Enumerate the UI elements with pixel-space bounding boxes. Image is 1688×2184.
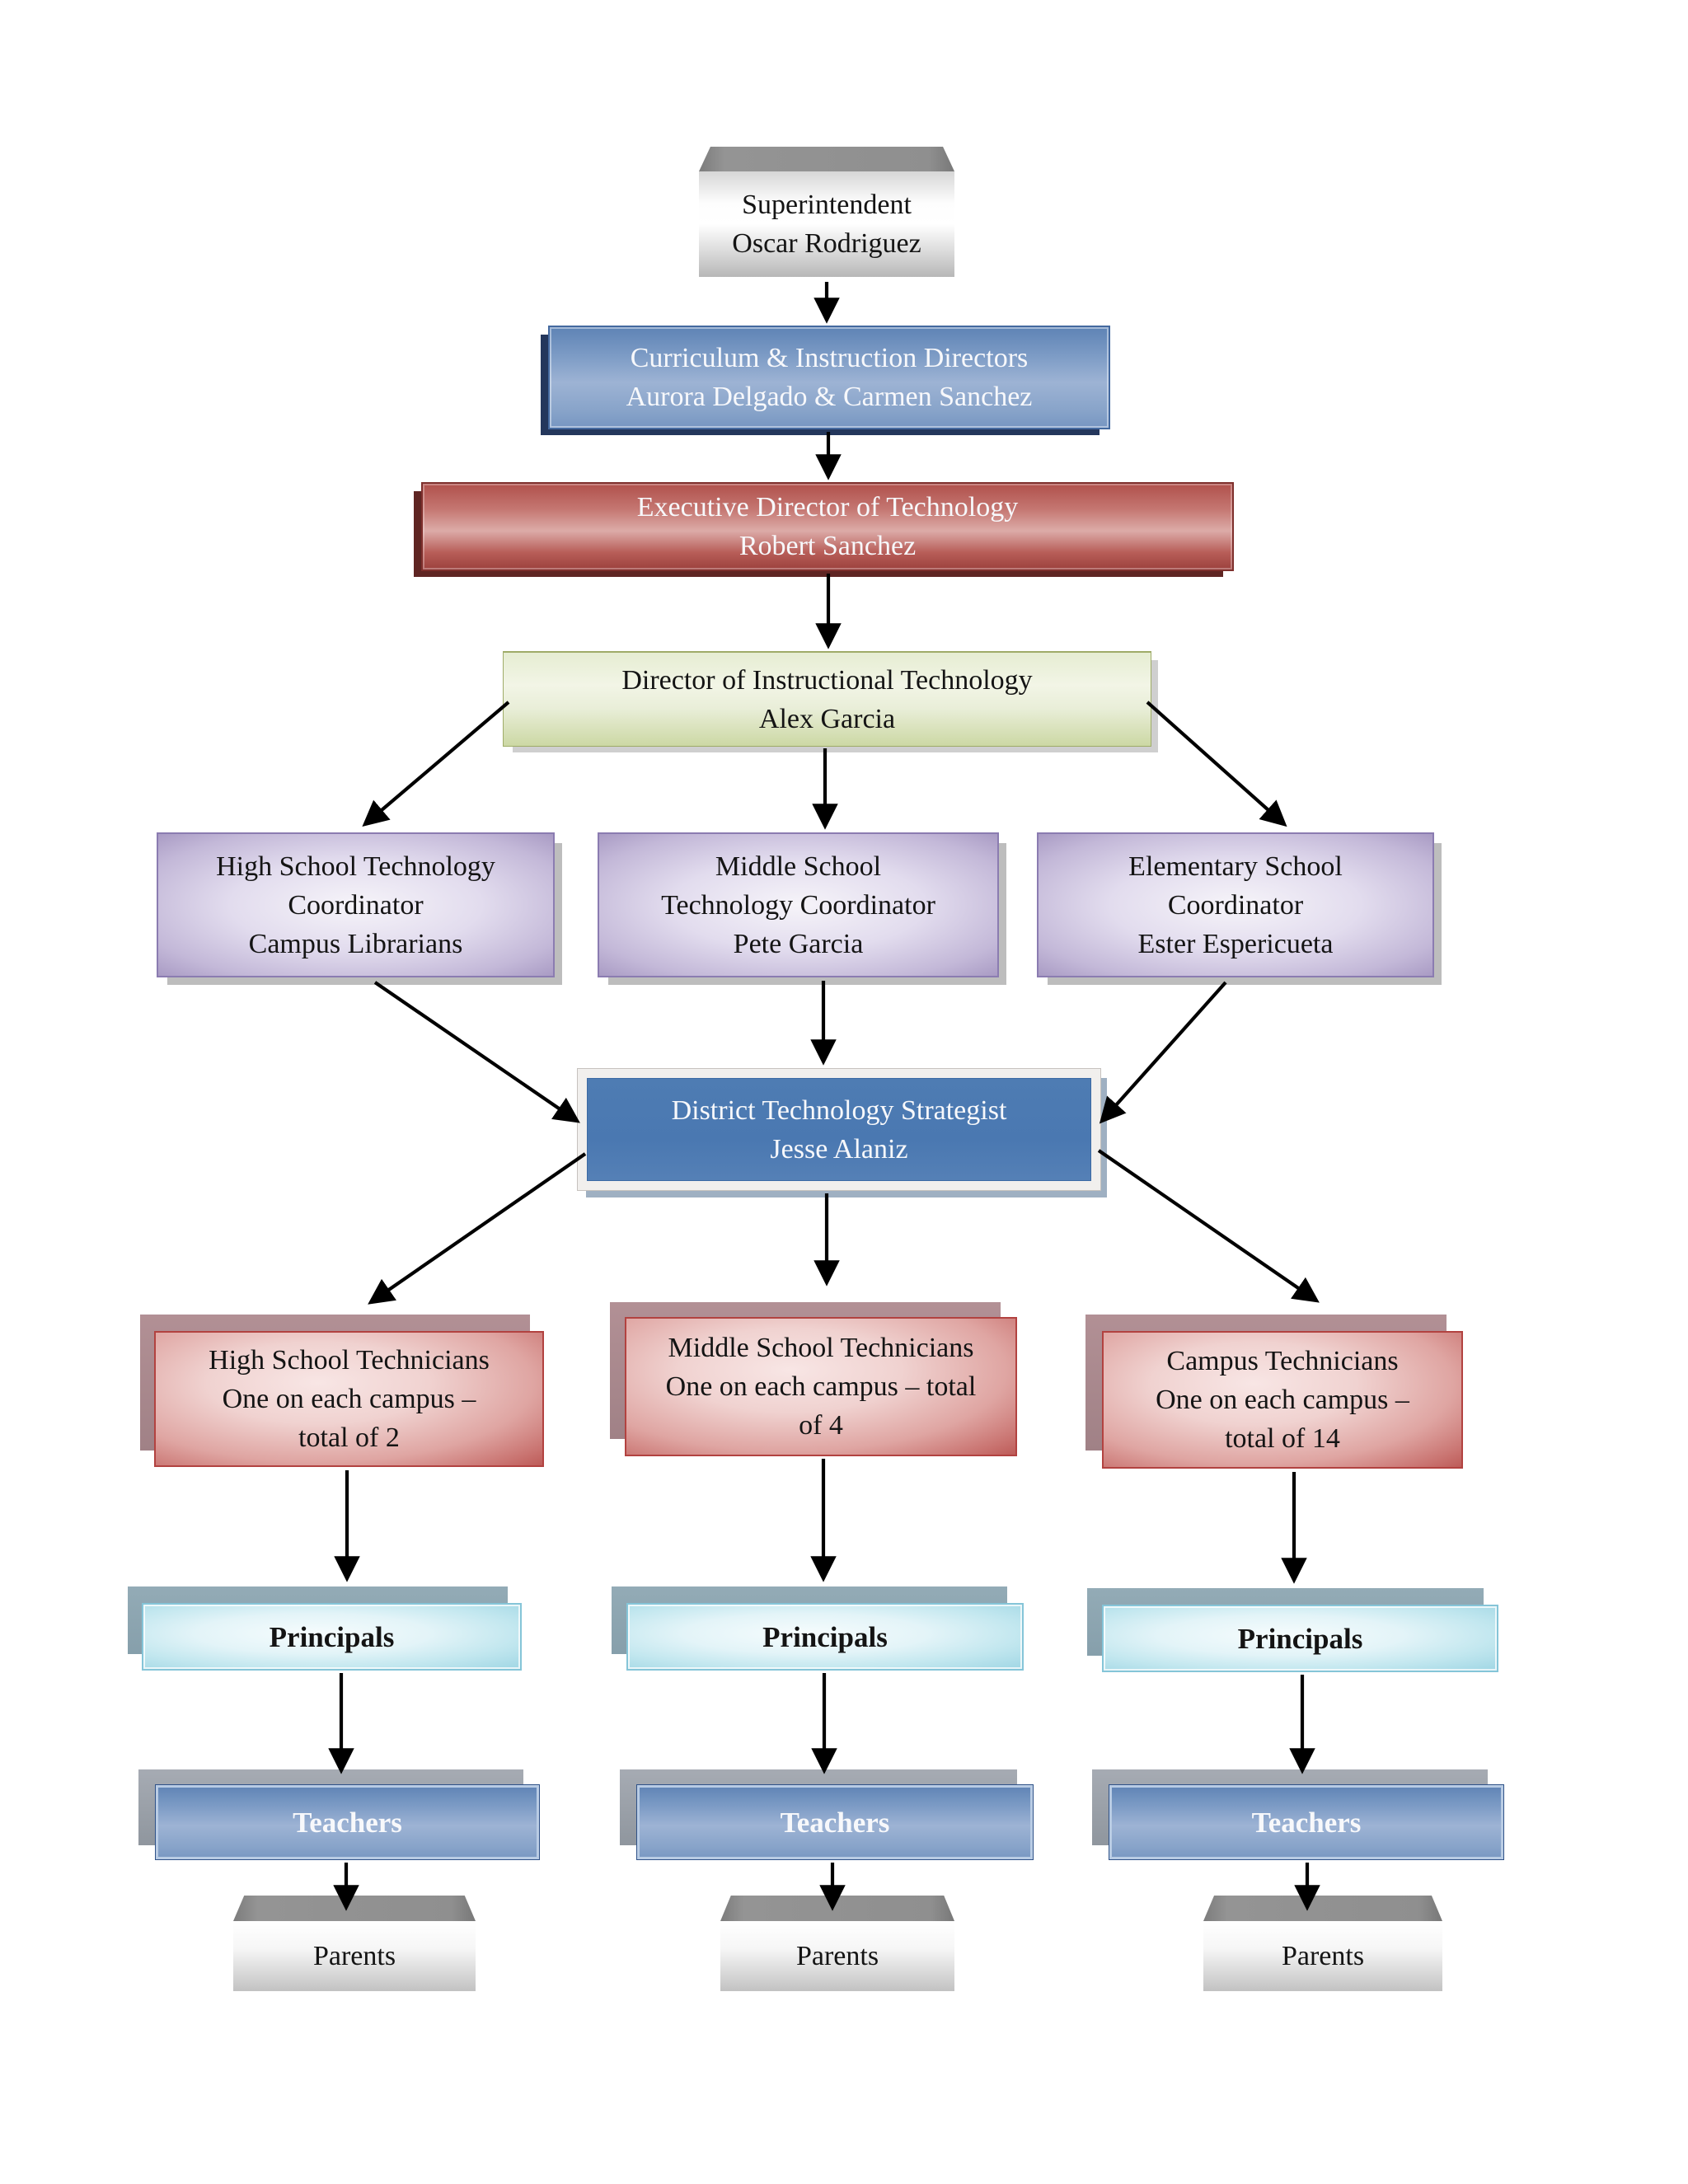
front-panel: Campus Technicians One on each campus – … <box>1102 1331 1463 1469</box>
node-title: Executive Director of Technology <box>636 492 1019 523</box>
node-title2: Coordinator <box>288 889 424 921</box>
node-person: Robert Sanchez <box>738 531 917 561</box>
node-title: Middle School <box>715 851 882 882</box>
node-title: Middle School Technicians <box>668 1333 974 1363</box>
slab-top-face <box>720 1896 954 1921</box>
node-instructional-director: Director of Instructional Technology Ale… <box>503 651 1151 747</box>
node-title2: Coordinator <box>1167 889 1304 921</box>
front-panel: Teachers <box>1109 1784 1504 1860</box>
node-curriculum-directors: Curriculum & Instruction Directors Auror… <box>548 326 1110 429</box>
node-person: Pete Garcia <box>733 928 864 959</box>
node-teachers-elementary: Teachers <box>1092 1769 1505 1861</box>
node-title: Campus Technicians <box>1166 1346 1399 1376</box>
node-title: District Technology Strategist <box>671 1094 1007 1126</box>
node-person: Ester Espericueta <box>1137 928 1334 959</box>
node-district-strategist: District Technology Strategist Jesse Ala… <box>577 1068 1101 1191</box>
node-executive-director: Executive Director of Technology Robert … <box>421 482 1234 571</box>
node-detail: One on each campus – total <box>665 1371 977 1402</box>
front-panel: Principals <box>1102 1605 1498 1672</box>
node-title: Elementary School <box>1128 851 1343 882</box>
node-superintendent: Superintendent Oscar Rodriguez <box>699 147 954 277</box>
node-teachers-high-school: Teachers <box>138 1769 542 1861</box>
front-panel: Principals <box>142 1603 522 1671</box>
node-person: Alex Garcia <box>758 703 896 734</box>
node-person: Jesse Alaniz <box>770 1133 908 1165</box>
node-elementary-coordinator: Elementary School Coordinator Ester Espe… <box>1037 832 1434 977</box>
strategist-inner-box: District Technology Strategist Jesse Ala… <box>587 1078 1091 1181</box>
node-title: Parents <box>1281 1941 1365 1971</box>
node-title: Principals <box>1237 1622 1363 1655</box>
node-detail: One on each campus – <box>1156 1385 1409 1415</box>
front-panel: Middle School Technicians One on each ca… <box>625 1317 1017 1456</box>
node-title: Curriculum & Instruction Directors <box>630 343 1029 373</box>
node-title2: Technology Coordinator <box>661 889 935 921</box>
front-panel: Teachers <box>636 1784 1034 1860</box>
connector-arrow <box>1099 981 1227 1124</box>
node-parents-high-school: Parents <box>233 1896 476 1991</box>
front-panel: High School Technicians One on each camp… <box>154 1331 544 1467</box>
node-title: Parents <box>312 1941 396 1971</box>
node-principals-elementary: Principals <box>1087 1588 1500 1673</box>
node-principals-high-school: Principals <box>128 1586 523 1671</box>
slab-front-face: Superintendent Oscar Rodriguez <box>699 171 954 277</box>
node-title: Teachers <box>1251 1806 1362 1839</box>
node-title: High School Technology <box>216 851 495 882</box>
node-person: Oscar Rodriguez <box>732 228 921 259</box>
slab-top-face <box>1203 1896 1442 1921</box>
node-high-school-technicians: High School Technicians One on each camp… <box>140 1315 546 1469</box>
node-title: Principals <box>762 1620 888 1653</box>
node-parents-elementary: Parents <box>1203 1896 1442 1991</box>
node-title: Principals <box>269 1620 395 1653</box>
connector-arrow <box>1146 701 1287 827</box>
node-high-school-coordinator: High School Technology Coordinator Campu… <box>157 832 555 977</box>
slab-top-face <box>233 1896 476 1921</box>
node-parents-middle-school: Parents <box>720 1896 954 1991</box>
node-title: Superintendent <box>742 190 912 220</box>
connector-arrow <box>1097 1149 1320 1303</box>
node-person: Campus Librarians <box>248 928 463 959</box>
node-title: Teachers <box>293 1806 402 1839</box>
connector-arrow <box>368 1152 587 1305</box>
node-detail: One on each campus – <box>222 1384 476 1414</box>
slab-front-face: Parents <box>233 1921 476 1991</box>
front-panel: Principals <box>626 1603 1024 1671</box>
node-middle-school-technicians: Middle School Technicians One on each ca… <box>610 1302 1019 1459</box>
node-campus-technicians: Campus Technicians One on each campus – … <box>1085 1315 1465 1471</box>
node-title: Director of Instructional Technology <box>621 664 1033 696</box>
front-panel: Teachers <box>155 1784 540 1860</box>
slab-front-face: Parents <box>720 1921 954 1991</box>
connector-arrow <box>373 981 580 1123</box>
node-count: total of 14 <box>1225 1423 1340 1454</box>
node-title: Parents <box>795 1941 879 1971</box>
slab-top-face <box>699 147 954 171</box>
node-title: Teachers <box>780 1806 890 1839</box>
node-title: High School Technicians <box>209 1345 490 1376</box>
slab-front-face: Parents <box>1203 1921 1442 1991</box>
connector-arrow <box>362 701 510 827</box>
node-count: of 4 <box>799 1410 843 1441</box>
node-principals-middle-school: Principals <box>612 1586 1025 1671</box>
node-count: total of 2 <box>298 1422 400 1453</box>
node-middle-school-coordinator: Middle School Technology Coordinator Pet… <box>598 832 999 977</box>
node-teachers-middle-school: Teachers <box>620 1769 1034 1861</box>
node-person: Aurora Delgado & Carmen Sanchez <box>626 382 1033 412</box>
